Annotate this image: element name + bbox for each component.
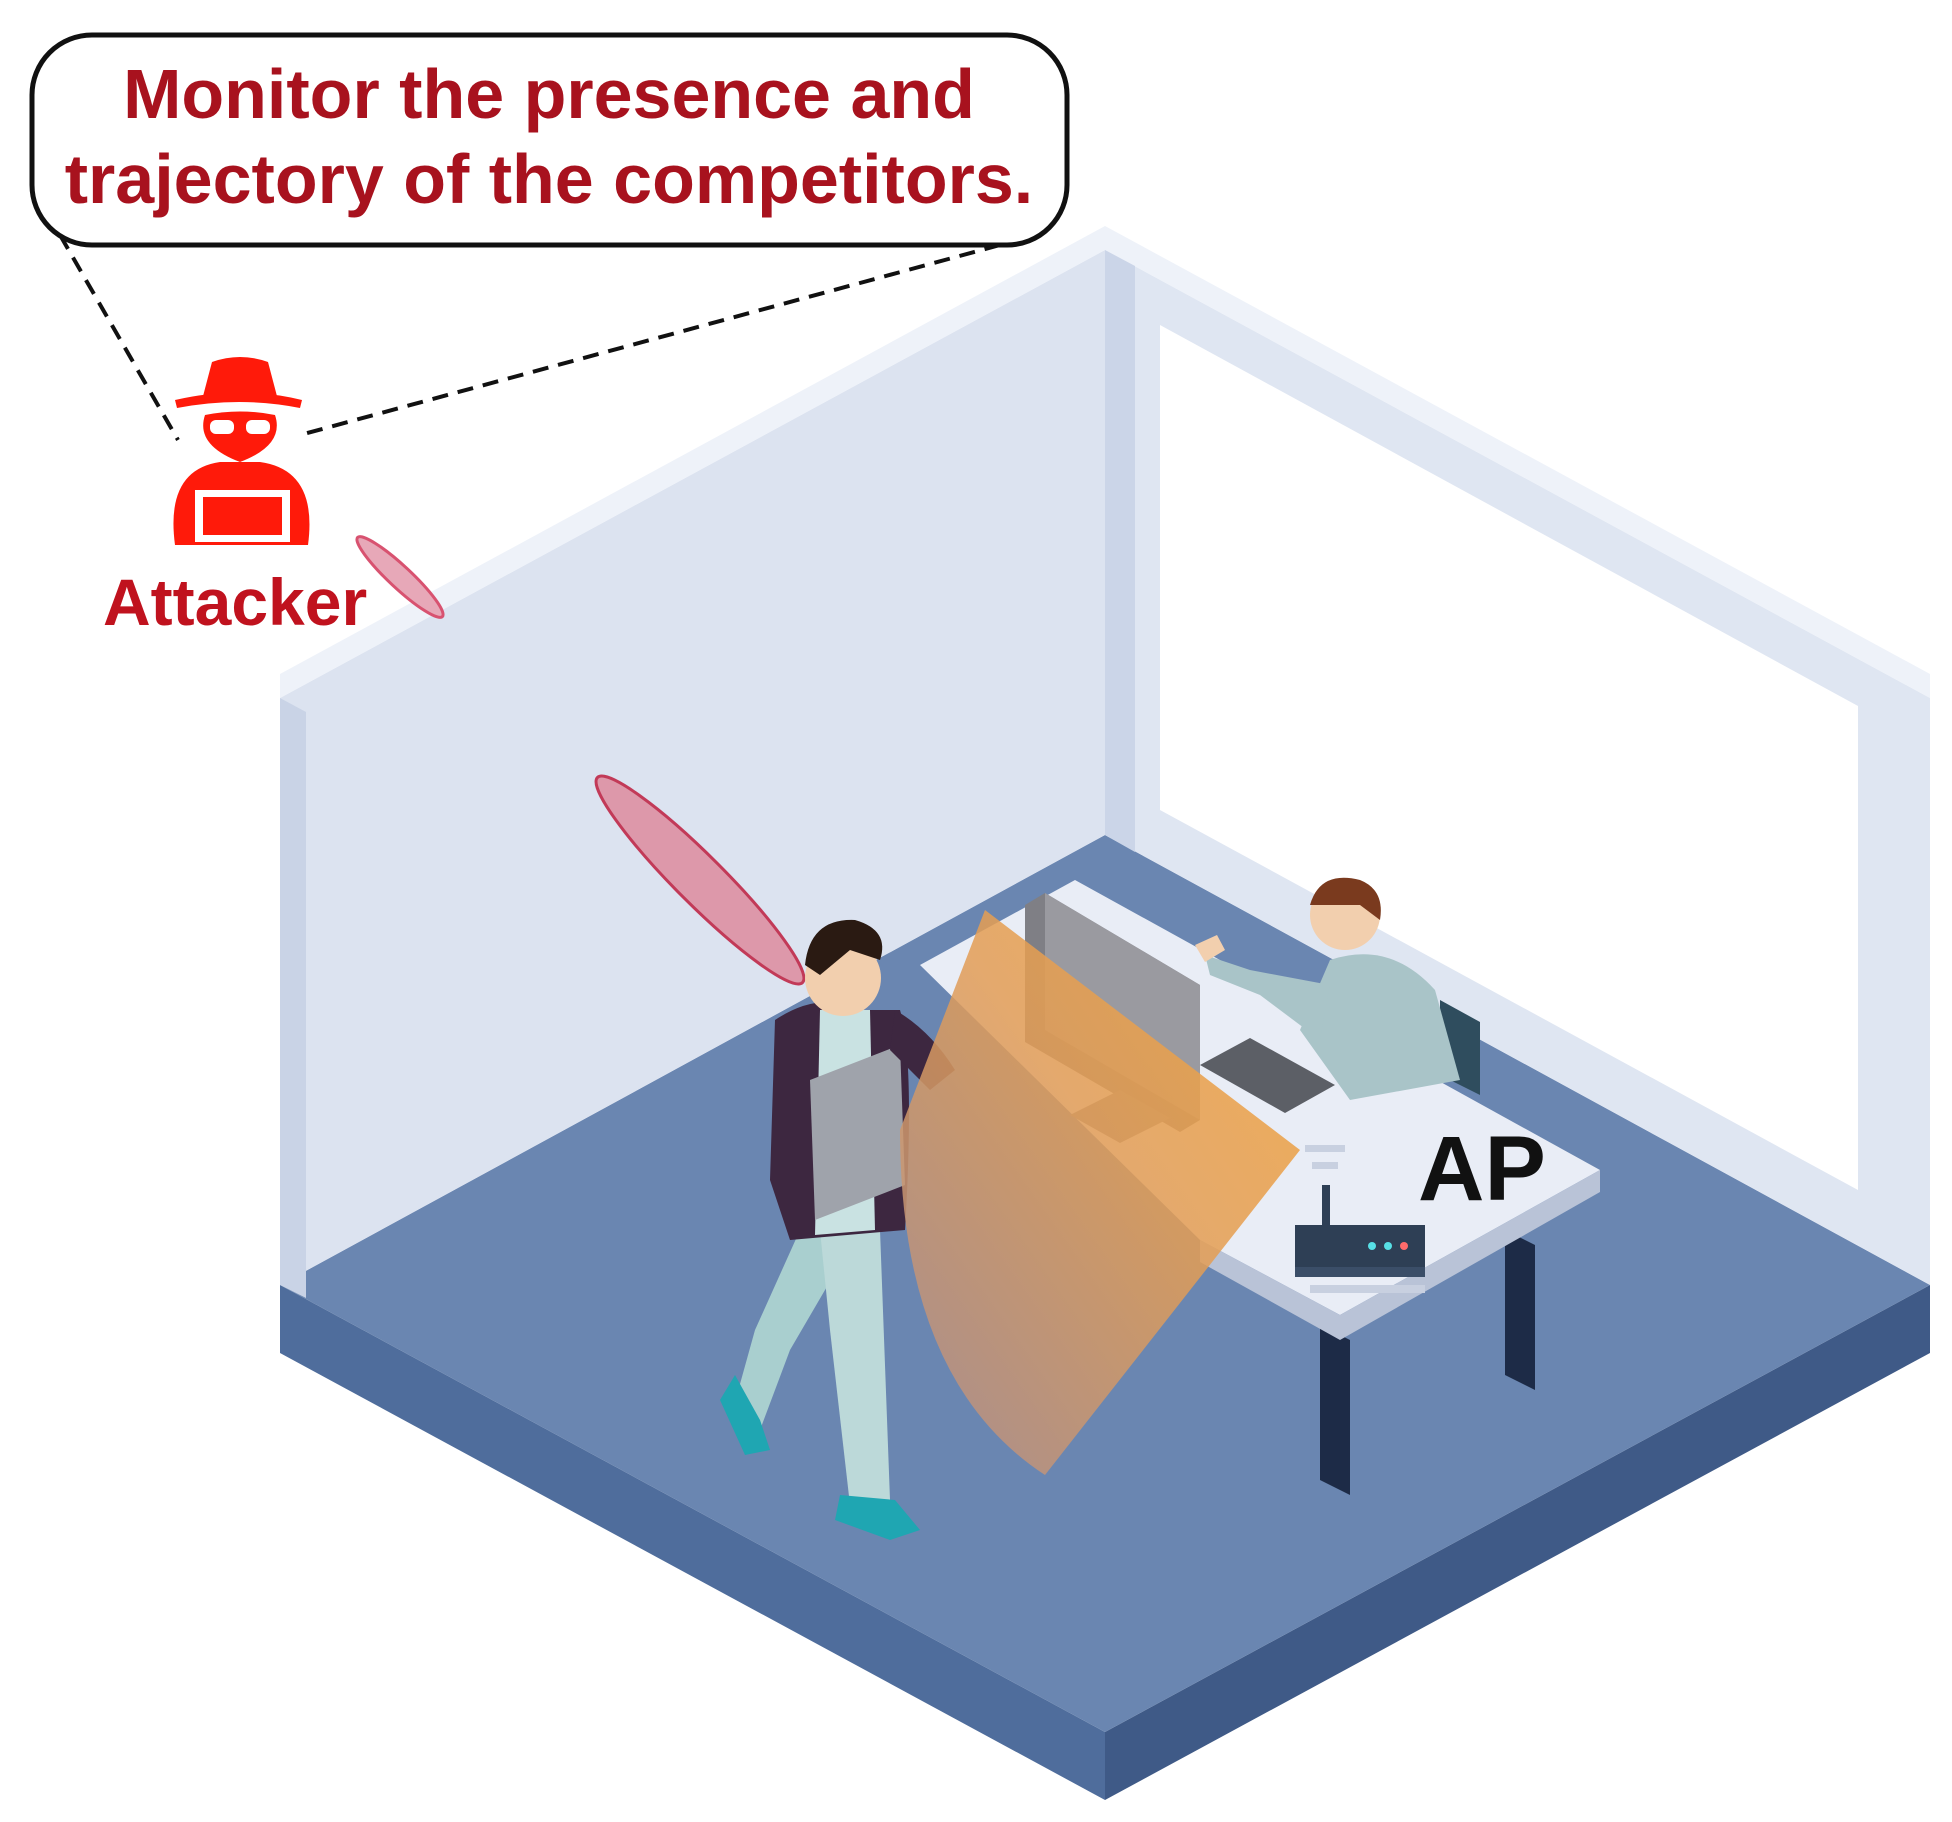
wifi-router-icon bbox=[1295, 1145, 1425, 1293]
desk-leg-right bbox=[1505, 1230, 1535, 1390]
walking-person-leg-front bbox=[820, 1230, 890, 1505]
spy-hacker-icon bbox=[173, 357, 310, 545]
router-base bbox=[1295, 1267, 1425, 1277]
left-wall bbox=[280, 250, 1105, 1285]
router-antenna bbox=[1322, 1185, 1330, 1230]
router-light-3 bbox=[1400, 1242, 1408, 1250]
attacker-glasses-left bbox=[210, 420, 234, 434]
callout-bubble: Monitor the presence and trajectory of t… bbox=[29, 32, 1070, 441]
seated-person bbox=[1195, 877, 1480, 1100]
attacker-head bbox=[203, 411, 277, 462]
corner-post bbox=[1105, 250, 1135, 852]
callout-pointer-left bbox=[58, 234, 180, 441]
walking-person-shoe-back bbox=[720, 1375, 770, 1455]
walking-person-shoe-front bbox=[835, 1495, 920, 1540]
callout-box bbox=[29, 32, 1070, 248]
router-light-1 bbox=[1368, 1242, 1376, 1250]
wifi-signal-in-room bbox=[594, 774, 806, 986]
floor-side-right bbox=[1105, 1285, 1930, 1800]
router-light-2 bbox=[1384, 1242, 1392, 1250]
window-glass bbox=[1160, 325, 1858, 1190]
seated-person-hair bbox=[1310, 877, 1381, 920]
walking-person bbox=[720, 919, 955, 1540]
router-antenna-line-2 bbox=[1312, 1162, 1338, 1169]
callout-line-2: trajectory of the competitors. bbox=[65, 140, 1034, 218]
seated-person-hand bbox=[1195, 935, 1225, 962]
desk-leg-front bbox=[1320, 1325, 1350, 1495]
callout-line-1: Monitor the presence and bbox=[123, 55, 975, 133]
desk-edge bbox=[1200, 1170, 1600, 1340]
floor-side-left bbox=[280, 1285, 1105, 1800]
attacker-laptop-screen bbox=[203, 497, 282, 535]
callout-pointer-right bbox=[299, 243, 1001, 437]
walking-person-hair bbox=[805, 919, 883, 975]
seated-person-arm bbox=[1205, 955, 1330, 1040]
walking-person-folder bbox=[810, 1045, 905, 1220]
reflected-wifi-beam bbox=[900, 910, 1300, 1475]
attacker-label: Attacker bbox=[103, 565, 367, 639]
router-antenna-line-1 bbox=[1305, 1145, 1345, 1152]
wifi-signal-near-attacker bbox=[355, 535, 445, 619]
attacker-glasses-right bbox=[246, 420, 270, 434]
left-wall-top-edge bbox=[280, 226, 1105, 698]
left-wall-end-edge bbox=[280, 698, 306, 1298]
right-wall-top-edge bbox=[1105, 226, 1930, 698]
seated-person-body bbox=[1300, 954, 1460, 1100]
attacker-hat-crown bbox=[202, 357, 278, 400]
router-shadow-line bbox=[1310, 1285, 1425, 1293]
ap-label: AP bbox=[1418, 1118, 1546, 1220]
keyboard bbox=[1200, 1038, 1335, 1113]
